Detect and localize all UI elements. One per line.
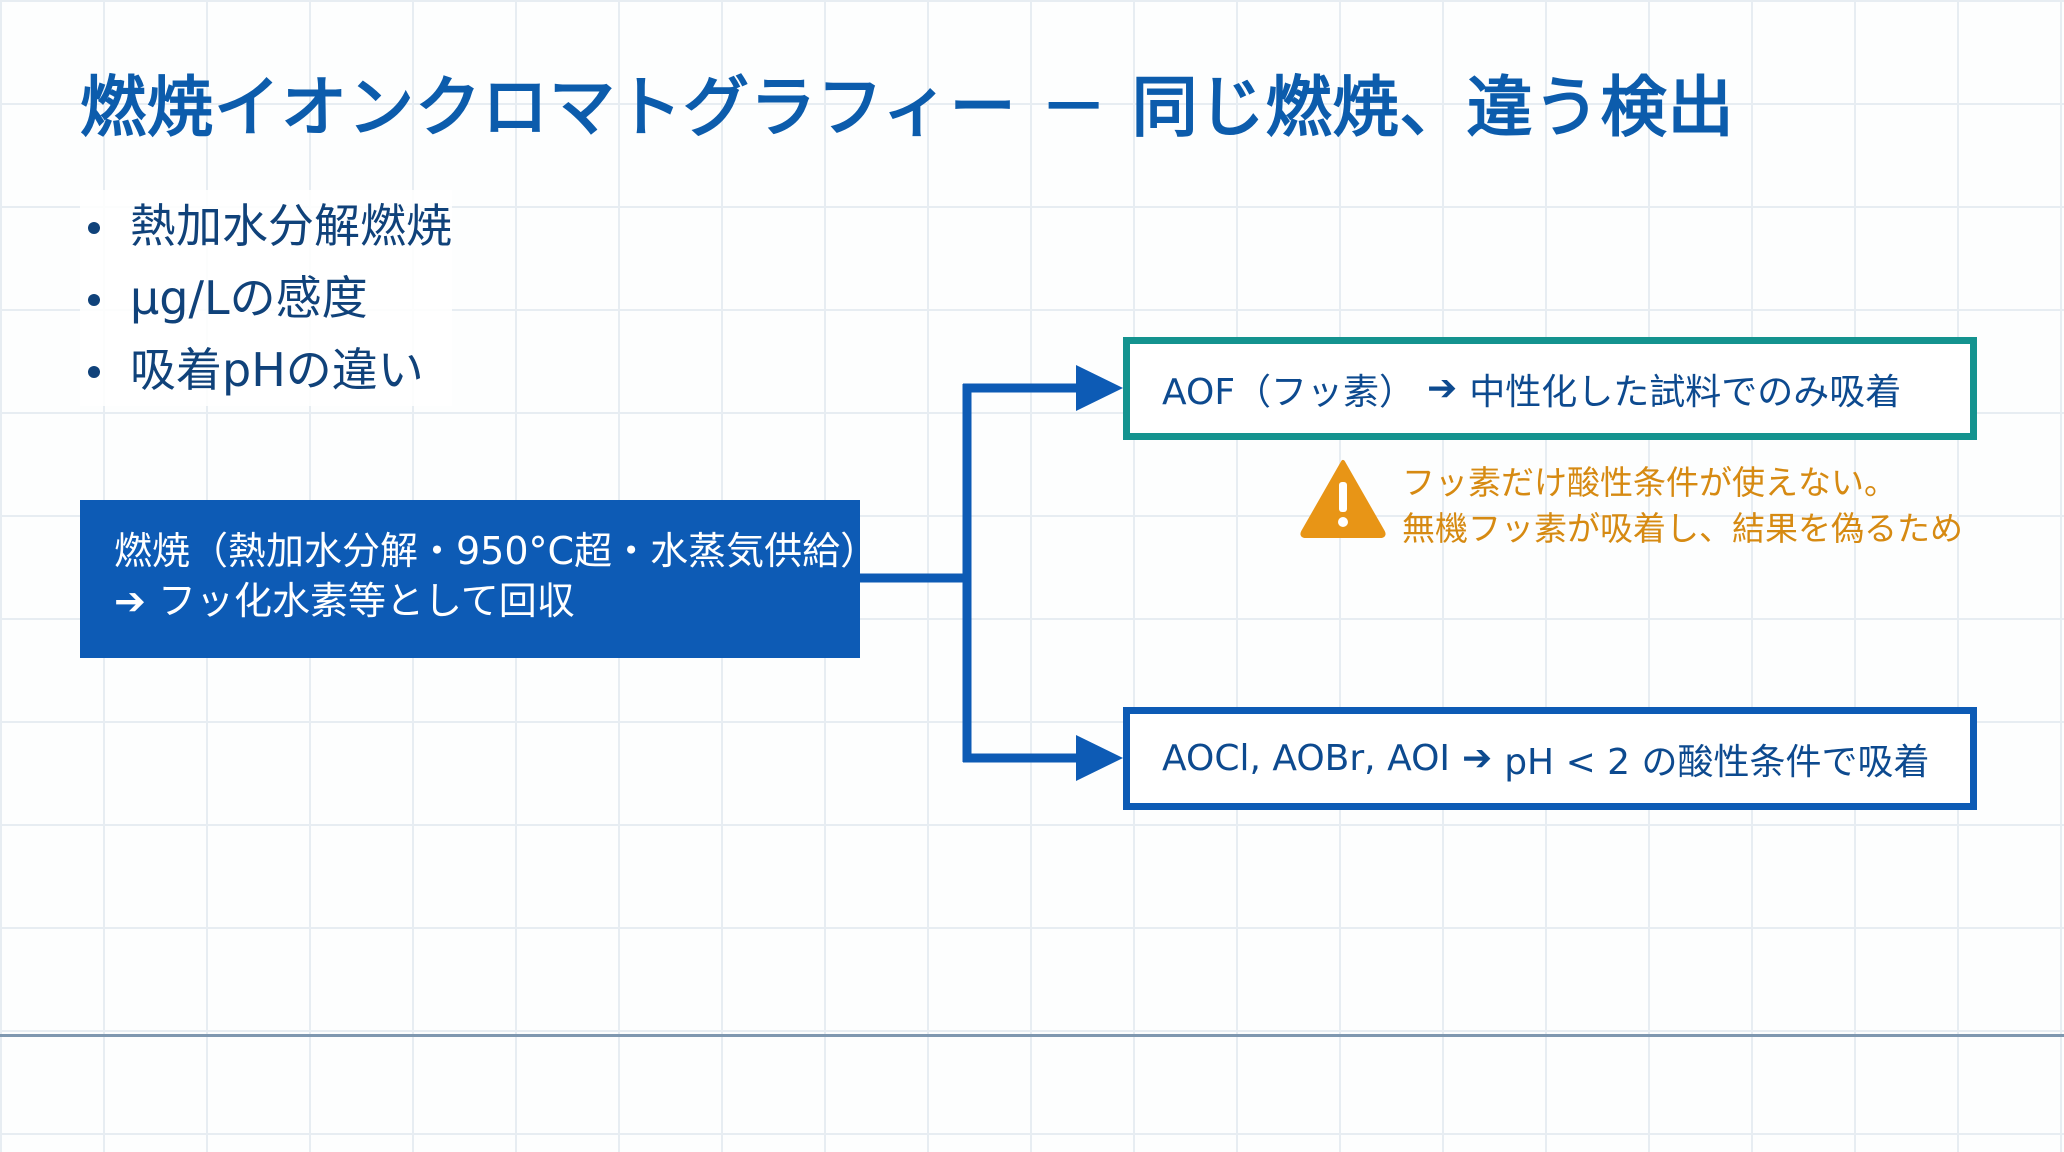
right-arrow-icon: ➔ (1427, 368, 1458, 409)
warning-line-1: フッ素だけ酸性条件が使えない。 (1402, 463, 1897, 502)
right-arrow-icon: ➔ (114, 579, 146, 623)
warning-line-2: 無機フッ素が吸着し、結果を偽るため (1402, 509, 1963, 548)
bullet-item: 吸着pHの違い (80, 334, 452, 406)
combustion-box: 燃焼（熱加水分解・950°C超・水蒸気供給） ➔ フッ化水素等として回収 (80, 500, 879, 658)
warning-triangle-icon (1300, 460, 1386, 538)
warning-note: フッ素だけ酸性条件が使えない。 無機フッ素が吸着し、結果を偽るため (1300, 458, 1963, 552)
arrowhead-bottom (1076, 735, 1123, 781)
aox-label: AOCl, AOBr, AOI (1162, 738, 1451, 779)
combustion-result: フッ化水素等として回収 (157, 579, 575, 623)
aof-label: AOF（フッ素） (1162, 371, 1416, 413)
aox-box: AOCl, AOBr, AOI ➔ pH < 2 の酸性条件で吸着 (1123, 707, 1977, 810)
slide-title: 燃焼イオンクロマトグラフィー － 同じ燃焼、違う検出 (80, 69, 1735, 146)
combustion-line-1: 燃焼（熱加水分解・950°C超・水蒸気供給） (114, 529, 879, 573)
right-arrow-icon: ➔ (1462, 738, 1493, 779)
bullet-item: µg/Lの感度 (80, 262, 452, 334)
bullet-list: 熱加水分解燃焼 µg/Lの感度 吸着pHの違い (80, 190, 452, 406)
footer-divider (0, 1034, 2064, 1037)
aof-box: AOF（フッ素） ➔ 中性化した試料でのみ吸着 (1123, 337, 1977, 440)
combustion-line-2: ➔ フッ化水素等として回収 (114, 576, 860, 626)
arrowhead-top (1076, 365, 1123, 411)
aox-text: pH < 2 の酸性条件で吸着 (1504, 741, 1930, 783)
bullet-item: 熱加水分解燃焼 (80, 190, 452, 262)
aof-text: 中性化した試料でのみ吸着 (1469, 371, 1902, 413)
